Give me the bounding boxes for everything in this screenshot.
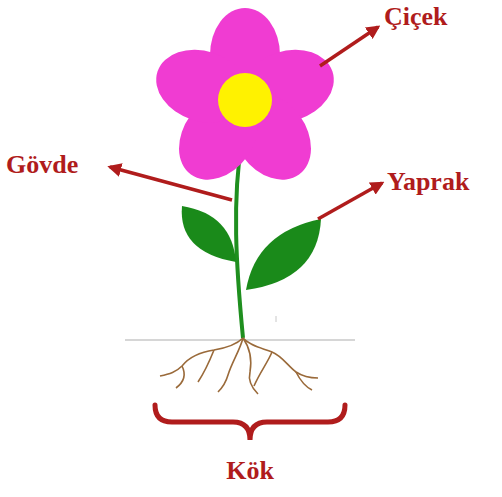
root — [243, 338, 318, 378]
leader-arrow — [318, 183, 382, 219]
ground-mark — [276, 316, 277, 322]
root — [296, 372, 312, 390]
root-brace — [155, 405, 345, 440]
part-label: Yaprak — [387, 167, 469, 197]
root — [254, 352, 272, 386]
flower-petals — [147, 8, 344, 195]
leader-arrow — [110, 167, 232, 200]
part-label: Gövde — [6, 150, 78, 180]
root — [160, 338, 243, 376]
root — [198, 350, 214, 382]
leader-arrow — [320, 27, 378, 66]
leader-arrows — [110, 27, 382, 219]
part-label: Kök — [226, 456, 274, 486]
part-label: Çiçek — [384, 2, 448, 32]
flower-center — [218, 73, 272, 127]
root — [243, 338, 258, 394]
roots — [160, 338, 318, 394]
leaf — [182, 206, 236, 262]
leaf — [246, 219, 321, 290]
root — [218, 338, 243, 392]
stem — [236, 140, 243, 338]
root — [176, 366, 184, 388]
